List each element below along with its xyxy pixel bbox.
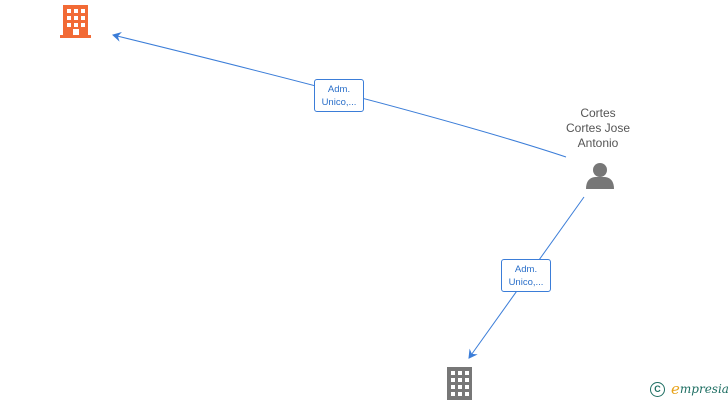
building-icon[interactable] — [447, 367, 472, 400]
edge-label-line: Adm. — [514, 264, 538, 275]
person-name-line: Cortes Jose — [565, 121, 631, 135]
edge-label-bottom[interactable]: Adm. Unico,... — [501, 259, 551, 292]
brand-name: mpresia — [679, 382, 728, 396]
edge-label-line: Unico,... — [321, 97, 357, 108]
person-name-line: Cortes — [580, 106, 616, 120]
edge-label-line: Unico,... — [508, 277, 544, 288]
person-icon[interactable] — [586, 163, 614, 189]
edge-person-to-company-top — [112, 32, 567, 158]
building-icon[interactable] — [60, 5, 91, 38]
copyright-icon: C — [650, 381, 665, 397]
brand-first-letter: e — [671, 380, 680, 398]
edge-label-line: Adm. — [327, 84, 351, 95]
person-name[interactable]: Cortes Cortes Jose Antonio — [548, 106, 648, 151]
edge-label-top[interactable]: Adm. Unico,... — [314, 79, 364, 112]
person-name-line: Antonio — [577, 136, 619, 150]
brand-logo: C e mpresia — [650, 379, 728, 399]
